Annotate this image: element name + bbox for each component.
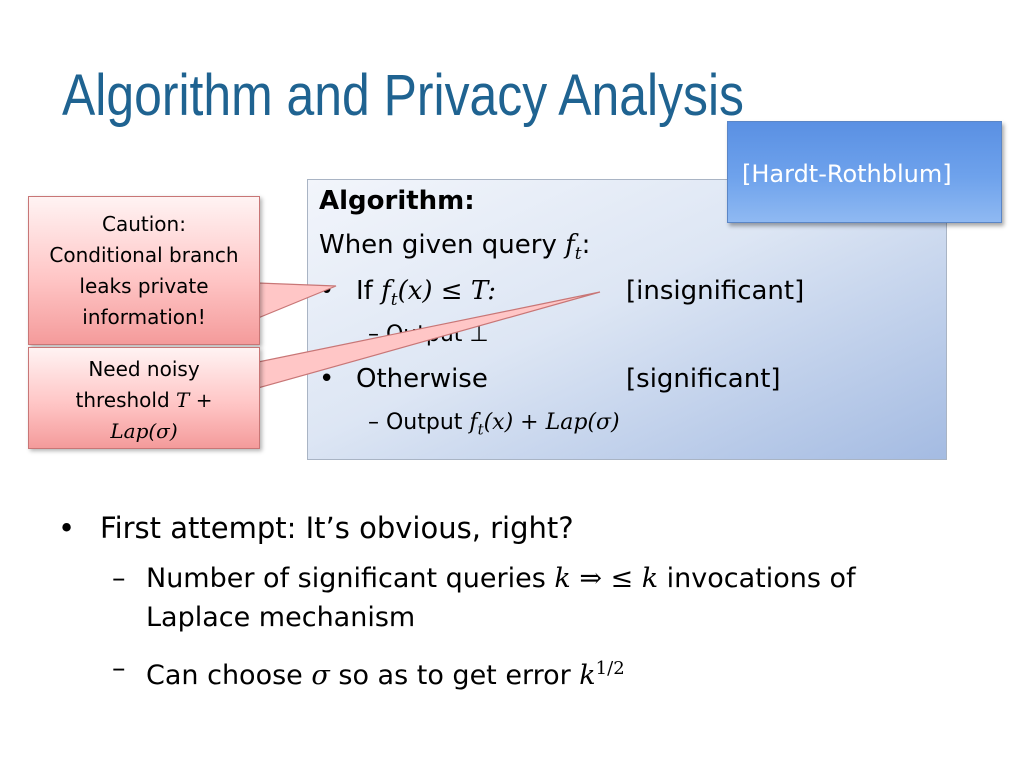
branch2-label: Otherwise xyxy=(356,364,488,394)
sub2-text-b: so as to get error xyxy=(329,660,580,691)
insignificant-tag: [insignificant] xyxy=(626,276,805,306)
intro-text: When given query xyxy=(319,230,566,260)
sub1-text-b: invocations of xyxy=(658,563,856,594)
sub-bullet-2: Can choose σ so as to get error k1/2 xyxy=(146,652,625,693)
noise-line-1: Need noisy xyxy=(88,357,200,381)
noise-line-2-math: T + xyxy=(176,388,213,412)
algorithm-intro: When given query ft: xyxy=(319,228,590,271)
main-bullet-text: First attempt: It’s obvious, right? xyxy=(100,511,574,545)
noise-line-3: Lap(σ) xyxy=(110,419,178,443)
branch1-math-f: f xyxy=(381,276,391,306)
sub-bullet-1-dash: – xyxy=(112,563,126,594)
branch1-math-rest: (x) ≤ T: xyxy=(397,276,497,306)
significant-tag: [significant] xyxy=(626,364,781,394)
branch2-math-rest: (x) + Lap(σ) xyxy=(483,410,620,435)
branch2-math-f: f xyxy=(469,410,478,435)
intro-subscript: t xyxy=(574,244,582,265)
branch1-bullet: • xyxy=(319,276,335,306)
caution-pointer xyxy=(257,282,337,319)
algorithm-heading: Algorithm: xyxy=(319,186,475,216)
intro-math: f xyxy=(565,230,575,260)
branch2-math-sub: t xyxy=(477,420,484,439)
reference-box: [Hardt-Rothblum] xyxy=(727,121,1002,223)
noise-pointer xyxy=(257,291,601,389)
caution-line: leaks private xyxy=(79,274,209,298)
sub-bullet-1-line-2: Laplace mechanism xyxy=(146,602,416,633)
caution-callout: Caution: Conditional branch leaks privat… xyxy=(28,196,260,345)
branch1-math-sub: t xyxy=(390,290,398,311)
sub-bullet-2-dash: – xyxy=(112,653,126,684)
sub2-math: σ xyxy=(311,660,330,691)
sub1-math: k ⇒ ≤ k xyxy=(554,563,659,594)
caution-line: Caution: xyxy=(102,212,186,236)
branch2-output-prefix: – Output xyxy=(368,410,470,435)
intro-colon: : xyxy=(581,230,591,260)
caution-line: information! xyxy=(82,305,206,329)
branch1-condition: If ft(x) ≤ T: xyxy=(356,274,496,317)
branch2-bullet: • xyxy=(319,364,335,394)
slide-title: Algorithm and Privacy Analysis xyxy=(62,63,744,128)
caution-line: Conditional branch xyxy=(49,243,239,267)
algorithm-box: Algorithm: When given query ft: • If ft(… xyxy=(307,179,947,460)
branch2-output: – Output ft(x) + Lap(σ) xyxy=(368,408,620,444)
noise-line-2: threshold T + xyxy=(29,385,259,416)
sub-bullet-1-line-1: Number of significant queries k ⇒ ≤ k in… xyxy=(146,562,856,596)
reference-text: [Hardt-Rothblum] xyxy=(742,160,952,188)
branch1-prefix: If xyxy=(356,276,382,306)
sub2-text-a: Can choose xyxy=(146,660,312,691)
sub2-math-base: k xyxy=(579,660,596,691)
main-bullet-glyph: • xyxy=(58,511,76,545)
noise-line-2-text: threshold xyxy=(75,388,177,412)
noisy-threshold-callout: Need noisy threshold T + Lap(σ) xyxy=(28,347,260,449)
sub2-math-sup: 1/2 xyxy=(595,658,625,679)
sub1-text-a: Number of significant queries xyxy=(146,563,555,594)
